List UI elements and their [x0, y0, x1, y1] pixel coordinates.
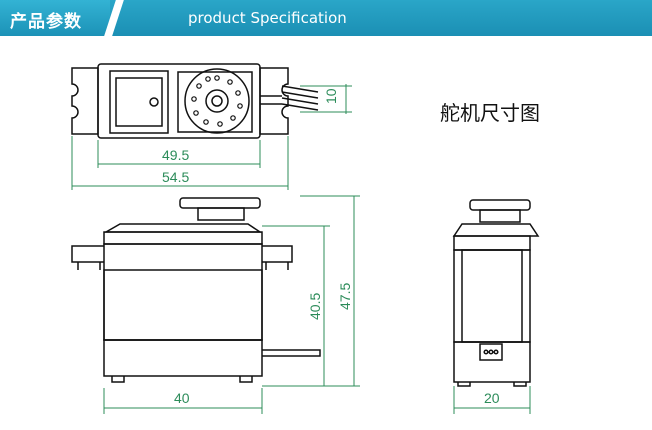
dim-front-width: 40 — [174, 390, 190, 406]
dim-side-width: 20 — [484, 390, 500, 406]
top-view — [71, 63, 319, 139]
header-title-en: product Specification — [188, 9, 347, 27]
front-view — [71, 197, 321, 383]
dim-front-case-height: 40.5 — [307, 293, 323, 320]
header-title-cn: 产品参数 — [10, 12, 82, 32]
header-tab — [0, 0, 110, 36]
dim-front-total-height: 47.5 — [337, 283, 353, 310]
servo-dimension-drawing: 49.5 54.5 10 40.5 47.5 40 — [71, 63, 540, 414]
dim-top-outer-width: 54.5 — [162, 169, 189, 185]
drawing-caption: 舵机尺寸图 — [440, 101, 540, 125]
dim-top-height: 10 — [323, 88, 339, 104]
top-view-dimensions — [71, 84, 352, 190]
dim-top-inner-width: 49.5 — [162, 147, 189, 163]
top-view-spline-holes — [191, 75, 243, 127]
side-view-dimensions — [453, 386, 531, 414]
side-view — [452, 199, 540, 387]
front-view-dimensions — [103, 195, 360, 414]
